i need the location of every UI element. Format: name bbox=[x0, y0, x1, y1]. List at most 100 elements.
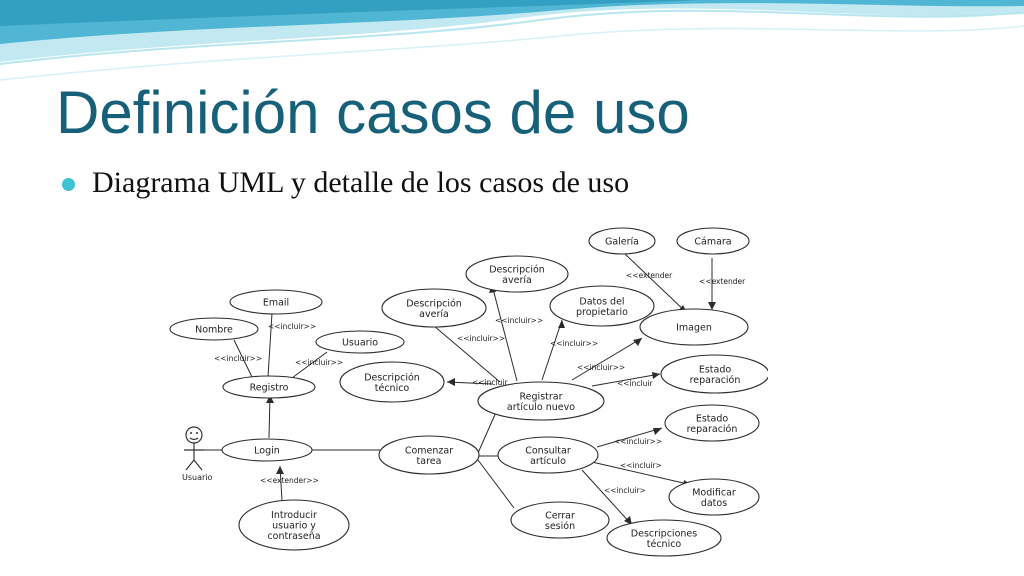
use-case-label: Galería bbox=[605, 237, 639, 248]
relation-label: <<extender bbox=[699, 277, 746, 286]
use-case-label-line: Introducir bbox=[271, 510, 317, 521]
use-case-label-line: usuario y bbox=[272, 521, 316, 532]
use-case-label-line: Galería bbox=[605, 237, 639, 248]
slide-title: Definición casos de uso bbox=[56, 79, 690, 146]
use-case-label-line: Descripción bbox=[489, 264, 545, 275]
use-case-camara: Cámara bbox=[676, 227, 750, 255]
relation-label: <<incluir bbox=[617, 379, 653, 388]
use-case-login: Login bbox=[221, 438, 313, 462]
use-case-label-line: técnico bbox=[647, 539, 682, 550]
use-case-label-line: Consultar bbox=[525, 445, 571, 456]
use-case-label-line: Registro bbox=[250, 383, 289, 394]
bullet-dot-icon bbox=[62, 178, 75, 191]
use-case-label-line: propietario bbox=[576, 307, 628, 318]
use-case-label-line: contraseña bbox=[267, 531, 320, 542]
use-case-registro: Registro bbox=[222, 375, 316, 399]
use-case-label-line: Descripción bbox=[364, 372, 420, 383]
relation-label: <<extender>> bbox=[260, 476, 319, 485]
use-case-label: Cámara bbox=[694, 237, 731, 248]
use-case-label-line: Estado bbox=[699, 364, 732, 375]
use-case-label-line: avería bbox=[502, 275, 532, 286]
use-case-label: Registro bbox=[250, 383, 289, 394]
relation-label: <<incluir>> bbox=[495, 316, 543, 325]
use-case-label-line: artículo bbox=[530, 456, 566, 467]
use-case-nodes: Email Nombre Usuario Registro Login Intr… bbox=[169, 227, 768, 557]
use-case-label-line: Cámara bbox=[694, 237, 731, 248]
use-case-label-line: Usuario bbox=[342, 338, 378, 349]
use-case-label-line: artículo nuevo bbox=[507, 402, 575, 413]
relation-label: <<incluir>> bbox=[295, 358, 343, 367]
use-case-label: Login bbox=[254, 446, 280, 457]
diagram-connectors bbox=[197, 253, 713, 526]
relation-label: <<incluir>> bbox=[214, 354, 262, 363]
uml-diagram: Usuario Email Nombre Usuario Registro Lo… bbox=[152, 210, 768, 558]
use-case-label-line: Comenzar bbox=[405, 445, 453, 456]
use-case-usuario: Usuario bbox=[315, 330, 405, 354]
relation-label: <<incluir bbox=[472, 378, 508, 387]
use-case-label-line: Estado bbox=[696, 413, 729, 424]
relation-label: <<incluir>> bbox=[614, 437, 662, 446]
relation-label: <<incluir>> bbox=[577, 363, 625, 372]
use-case-label-line: técnico bbox=[375, 383, 410, 394]
use-case-label-line: Nombre bbox=[195, 325, 233, 336]
use-case-label: Email bbox=[263, 298, 289, 309]
use-case-label: Nombre bbox=[195, 325, 233, 336]
relation-label: <<extender bbox=[626, 271, 673, 280]
relation-label: <<incluir>> bbox=[268, 322, 316, 331]
relation-label: <<incluir> bbox=[620, 461, 662, 470]
use-case-label-line: datos bbox=[701, 498, 727, 509]
use-case-label-line: Registrar bbox=[520, 391, 563, 402]
use-case-label: Usuario bbox=[342, 338, 378, 349]
use-case-label-line: reparación bbox=[687, 424, 738, 435]
use-case-label-line: Cerrar bbox=[545, 510, 575, 521]
bullet-text: Diagrama UML y detalle de los casos de u… bbox=[92, 166, 630, 199]
actor-label: Usuario bbox=[182, 473, 213, 482]
use-case-label-line: Email bbox=[263, 298, 289, 309]
use-case-galeria: Galería bbox=[588, 227, 656, 255]
uml-diagram-canvas: Usuario Email Nombre Usuario Registro Lo… bbox=[169, 227, 768, 557]
use-case-label-line: Modificar bbox=[692, 487, 736, 498]
use-case-label-line: Datos del bbox=[579, 296, 624, 307]
use-case-email: Email bbox=[229, 289, 323, 315]
use-case-label-line: sesión bbox=[545, 521, 575, 532]
relation-label: <<incluir>> bbox=[457, 334, 505, 343]
use-case-label-line: reparación bbox=[690, 375, 741, 386]
use-case-label-line: Descripción bbox=[406, 298, 462, 309]
use-case-label-line: Descripciones bbox=[631, 528, 697, 539]
use-case-label: Imagen bbox=[676, 323, 712, 334]
actor-usuario: Usuario bbox=[182, 426, 213, 482]
use-case-label-line: avería bbox=[419, 309, 449, 320]
relationship-labels: <<incluir>> <<incluir>> <<incluir>> <<ex… bbox=[214, 271, 746, 495]
use-case-label-line: Login bbox=[254, 446, 280, 457]
use-case-nombre: Nombre bbox=[169, 317, 259, 341]
use-case-label-line: tarea bbox=[417, 456, 442, 467]
relation-label: <<incluir>> bbox=[550, 339, 598, 348]
